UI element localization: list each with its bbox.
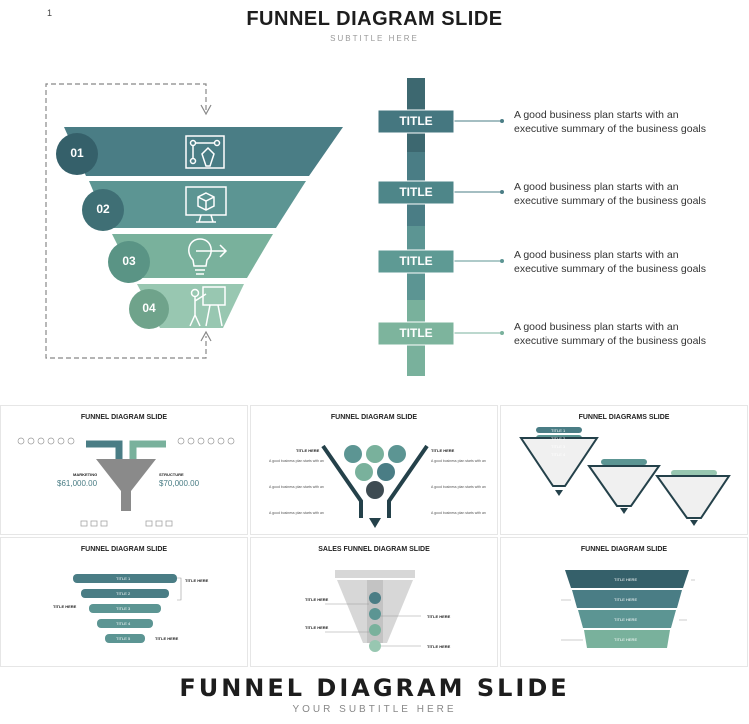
marketing-value: $61,000.00 <box>57 479 98 488</box>
svg-text:TITLE 4: TITLE 4 <box>116 621 131 626</box>
step-badge-1 <box>56 133 98 175</box>
timeline-box-1 <box>377 109 455 134</box>
dashed-loop-line <box>45 83 207 359</box>
slide-subtitle: SUBTITLE HERE <box>330 34 419 43</box>
thumbnail-1-graphic: MARKETING STRUCTURE <box>17 437 235 527</box>
svg-text:A good business plan starts wi: A good business plan starts with an <box>269 511 324 515</box>
svg-text:A good business plan starts wi: A good business plan starts with an <box>269 485 324 489</box>
timeline-label-1: TITLE <box>399 114 433 128</box>
svg-text:TITLE HERE: TITLE HERE <box>305 597 329 602</box>
svg-text:TITLE 2: TITLE 2 <box>116 591 131 596</box>
timeline-box-2 <box>377 180 455 205</box>
svg-text:STRUCTURE: STRUCTURE <box>159 472 184 477</box>
thumbnail-grid: FUNNEL DIAGRAM SLIDE MARKETING STRUCTURE… <box>0 405 749 667</box>
slide-number: 1 <box>47 8 53 18</box>
thumbnail-title: SALES FUNNEL DIAGRAM SLIDE <box>318 546 430 553</box>
thumbnail-4-graphic: TITLE 1 TITLE 2 TITLE 3 TITLE 4 TITLE 5 … <box>53 574 209 643</box>
dashed-arrow-down-icon <box>200 104 212 116</box>
svg-text:TITLE HERE: TITLE HERE <box>614 597 637 602</box>
thumbnail-title: FUNNEL DIAGRAMS SLIDE <box>578 414 670 421</box>
timeline-label-2: TITLE <box>399 185 433 199</box>
timeline-text-4: A good business plan starts with an exec… <box>514 321 707 347</box>
svg-text:TITLE 1: TITLE 1 <box>551 428 566 433</box>
funnel-diagram <box>45 78 504 376</box>
blueprint-pencil-icon <box>185 135 225 169</box>
thumbnail-1[interactable]: FUNNEL DIAGRAM SLIDE MARKETING STRUCTURE… <box>0 405 248 535</box>
svg-text:TITLE 2: TITLE 2 <box>551 436 566 441</box>
svg-text:TITLE 5: TITLE 5 <box>116 636 131 641</box>
thumbnail-5[interactable]: SALES FUNNEL DIAGRAM SLIDE TITLE HERE TI… <box>250 537 498 667</box>
timeline-text-1: A good business plan starts with an exec… <box>514 109 707 135</box>
svg-text:TITLE HERE: TITLE HERE <box>53 604 77 609</box>
timeline-text-3: A good business plan starts with an exec… <box>514 249 707 275</box>
footer-subtitle: YOUR SUBTITLE HERE <box>292 704 457 715</box>
timeline-label-3: TITLE <box>399 254 433 268</box>
lightbulb-arrow-icon <box>188 238 228 275</box>
svg-text:TITLE HERE: TITLE HERE <box>427 644 451 649</box>
svg-text:A good business plan starts wi: A good business plan starts with an <box>431 511 486 515</box>
thumbnail-4[interactable]: FUNNEL DIAGRAM SLIDE TITLE 1 TITLE 2 TIT… <box>0 537 248 667</box>
step-badge-2 <box>82 189 124 231</box>
svg-text:TITLE 4: TITLE 4 <box>551 452 566 457</box>
footer-title: FUNNEL DIAGRAM SLIDE <box>179 674 570 702</box>
step-badge-3 <box>108 241 150 283</box>
svg-text:TITLE HERE: TITLE HERE <box>614 617 637 622</box>
step-number-4: 04 <box>142 301 156 315</box>
svg-text:MARKETING: MARKETING <box>73 472 97 477</box>
thumbnail-2[interactable]: FUNNEL DIAGRAM SLIDE TITLE HERE TITLE HE… <box>250 405 498 535</box>
svg-text:A good business plan starts wi: A good business plan starts with an <box>431 459 486 463</box>
timeline-text-2: A good business plan starts with an exec… <box>514 181 707 207</box>
svg-text:TITLE HERE: TITLE HERE <box>614 577 637 582</box>
svg-text:TITLE 3: TITLE 3 <box>551 444 566 449</box>
thumbnail-title: FUNNEL DIAGRAM SLIDE <box>330 414 418 421</box>
thumbnail-3-graphic: TITLE 1 TITLE 2 TITLE 3 TITLE 4 <box>519 427 731 526</box>
timeline-label-4: TITLE <box>399 326 433 340</box>
thumbnail-6-graphic: TITLE HERE TITLE HERE TITLE HERE TITLE H… <box>561 570 695 648</box>
step-number-3: 03 <box>122 254 136 268</box>
thumbnail-6[interactable]: FUNNEL DIAGRAM SLIDE TITLE HERE TITLE HE… <box>500 537 748 667</box>
funnel-layer-3 <box>112 234 273 278</box>
svg-text:TITLE 1: TITLE 1 <box>116 576 131 581</box>
timeline-box-4 <box>377 321 455 346</box>
thumbnail-3[interactable]: FUNNEL DIAGRAMS SLIDE TITLE 1 TITLE 2 TI… <box>500 405 748 535</box>
thumbnail-2-graphic: TITLE HERE TITLE HERE A good business pl… <box>269 444 486 528</box>
svg-text:TITLE HERE: TITLE HERE <box>296 448 320 453</box>
thumbnail-title: FUNNEL DIAGRAM SLIDE <box>80 546 168 553</box>
svg-text:TITLE 3: TITLE 3 <box>116 606 131 611</box>
thumbnail-title: FUNNEL DIAGRAM SLIDE <box>580 546 668 553</box>
structure-value: $70,000.00 <box>159 479 200 488</box>
svg-text:TITLE HERE: TITLE HERE <box>185 578 209 583</box>
svg-text:TITLE HERE: TITLE HERE <box>427 614 451 619</box>
svg-text:TITLE HERE: TITLE HERE <box>155 636 179 641</box>
svg-text:TITLE HERE: TITLE HERE <box>614 637 637 642</box>
step-number-1: 01 <box>70 146 84 160</box>
monitor-cube-icon <box>185 186 227 223</box>
svg-text:TITLE HERE: TITLE HERE <box>305 625 329 630</box>
svg-text:A good business plan starts wi: A good business plan starts with an <box>269 459 324 463</box>
svg-text:TITLE HERE: TITLE HERE <box>431 448 455 453</box>
presenter-board-icon <box>189 286 226 327</box>
thumbnail-5-graphic: TITLE HERE TITLE HERE TITLE HERE TITLE H… <box>305 570 451 652</box>
thumbnail-title: FUNNEL DIAGRAM SLIDE <box>80 414 168 421</box>
svg-text:A good business plan starts wi: A good business plan starts with an <box>431 485 486 489</box>
step-number-2: 02 <box>96 202 110 216</box>
slide-title: FUNNEL DIAGRAM SLIDE <box>246 8 503 30</box>
timeline-box-3 <box>377 249 455 274</box>
dashed-arrow-up-icon <box>200 330 212 342</box>
step-badge-4 <box>129 289 169 329</box>
main-slide: 1 FUNNEL DIAGRAM SLIDE SUBTITLE HERE <box>45 8 707 376</box>
